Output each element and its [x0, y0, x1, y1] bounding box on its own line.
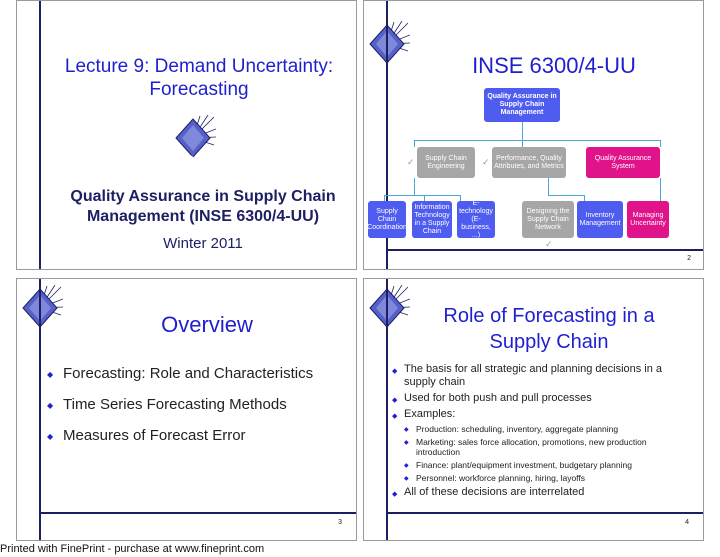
list-item: ◆ All of these decisions are interrelated: [392, 486, 692, 499]
connector: [548, 195, 584, 196]
slide-2-vertical-rule: [386, 1, 388, 269]
connector: [414, 140, 660, 141]
slide-1-subtitle: Quality Assurance in Supply Chain Manage…: [70, 188, 336, 225]
slide-2: INSE 6300/4-UU Quality Assurance in Supp…: [363, 0, 704, 270]
list-item: ◆ Time Series Forecasting Methods: [47, 396, 347, 413]
slide-3-bullet-list: ◆ Forecasting: Role and Characteristics ◆…: [47, 365, 347, 444]
diamond-bullet-icon: ◆: [392, 397, 398, 404]
bullet-text: Measures of Forecast Error: [63, 427, 246, 444]
slide-3-horizontal-rule: [39, 512, 356, 514]
bullet-text: Marketing: sales force allocation, promo…: [416, 437, 647, 457]
slide-2-title: INSE 6300/4-UU: [472, 53, 636, 78]
bullet-text: All of these decisions are interrelated: [404, 486, 585, 498]
diamond-bullet-icon: ◆: [392, 413, 398, 420]
diagram-leaf-2: E-technology (E-business, ...): [457, 200, 495, 239]
slide-3-title: Overview: [161, 312, 253, 337]
bullet-text: Used for both push and pull processes: [404, 392, 592, 404]
slide-4-title: Role of Forecasting in a Supply Chain: [443, 305, 655, 353]
diagram-mid-2: Quality Assurance System: [586, 147, 660, 178]
connector: [424, 195, 425, 201]
diamond-bullet-icon: ◆: [404, 427, 409, 433]
list-item: ◆ Finance: plant/equipment investment, bu…: [392, 460, 692, 470]
connector: [414, 140, 415, 147]
fineprint-footer: Printed with FinePrint - purchase at www…: [0, 543, 265, 555]
bullet-text: Time Series Forecasting Methods: [63, 396, 287, 413]
list-item: ◆ The basis for all strategic and plannin…: [392, 363, 692, 389]
bullet-text: Personnel: workforce planning, hiring, l…: [416, 473, 585, 483]
list-item: ◆ Personnel: workforce planning, hiring, …: [392, 473, 692, 483]
connector: [384, 195, 460, 196]
diagram-leaf-4: Inventory Management: [577, 201, 623, 238]
slide-2-horizontal-rule: [386, 249, 703, 251]
connector: [660, 178, 661, 201]
diagram-leaf-1: Information Technology in a Supply Chain: [412, 201, 452, 238]
connector: [660, 140, 661, 147]
diamond-bullet-icon: ◆: [404, 463, 409, 469]
diagram-mid-0: Supply Chain Engineering: [417, 147, 475, 178]
slide-4-horizontal-rule: [386, 512, 703, 514]
diagram-root: Quality Assurance in Supply Chain Manage…: [484, 88, 560, 122]
connector: [584, 195, 585, 201]
list-item: ◆ Measures of Forecast Error: [47, 427, 347, 444]
diagram-mid-1: Performance, Quality Attributes, and Met…: [492, 147, 566, 178]
bullet-text: Examples:: [404, 408, 456, 420]
slide-4-page-number: 4: [685, 519, 689, 526]
list-item: ◆ Examples:: [392, 408, 692, 421]
slide-4-vertical-rule: [386, 279, 388, 540]
bullet-text: Finance: plant/equipment investment, bud…: [416, 460, 632, 470]
list-item: ◆ Production: scheduling, inventory, aggr…: [392, 424, 692, 434]
slide-3: Overview ◆ Forecasting: Role and Characte…: [16, 278, 357, 541]
diamond-bullet-icon: ◆: [404, 440, 409, 446]
slide-1-vertical-rule: [39, 1, 41, 269]
connector: [460, 195, 461, 201]
slide-1-title: Lecture 9: Demand Uncertainty: Forecasti…: [64, 56, 334, 100]
diamond-bullet-icon: ◆: [392, 491, 398, 498]
check-icon: ✓: [545, 239, 553, 249]
diagram-leaf-0: Supply Chain Coordination: [367, 201, 407, 238]
diamond-bullet-icon: ◆: [392, 368, 398, 375]
list-item: ◆ Forecasting: Role and Characteristics: [47, 365, 347, 382]
slide-1: Lecture 9: Demand Uncertainty: Forecasti…: [16, 0, 357, 270]
diamond-bullet-icon: ◆: [404, 476, 409, 482]
diamond-bullet-icon: ◆: [47, 370, 54, 379]
list-item: ◆ Used for both push and pull processes: [392, 392, 692, 405]
slide-2-page-number: 2: [687, 255, 691, 262]
diamond-bullet-icon: ◆: [47, 401, 54, 410]
bullet-text: Production: scheduling, inventory, aggre…: [416, 424, 619, 434]
check-icon: ✓: [407, 157, 415, 167]
list-item: ◆ Marketing: sales force allocation, prom…: [392, 437, 692, 457]
slide-4-bullet-list: ◆ The basis for all strategic and plannin…: [392, 363, 692, 499]
slide-4: Role of Forecasting in a Supply Chain ◆ T…: [363, 278, 704, 541]
bullet-text: The basis for all strategic and planning…: [404, 363, 663, 388]
logo-letter: Ω: [187, 154, 194, 164]
diamond-bullet-icon: ◆: [47, 432, 54, 441]
connector: [414, 178, 415, 195]
connector: [548, 178, 549, 195]
check-icon: ✓: [482, 157, 490, 167]
connector: [522, 122, 523, 140]
slide-3-page-number: 3: [338, 519, 342, 526]
bullet-text: Forecasting: Role and Characteristics: [63, 365, 314, 382]
diagram-leaf-5: Managing Uncertainty: [627, 201, 669, 238]
slide-3-vertical-rule: [39, 279, 41, 540]
slide-1-term: Winter 2011: [163, 235, 243, 252]
connector: [384, 195, 385, 201]
connector: [522, 140, 523, 147]
diagram-leaf-3: Designing the Supply Chain Network: [522, 201, 574, 238]
